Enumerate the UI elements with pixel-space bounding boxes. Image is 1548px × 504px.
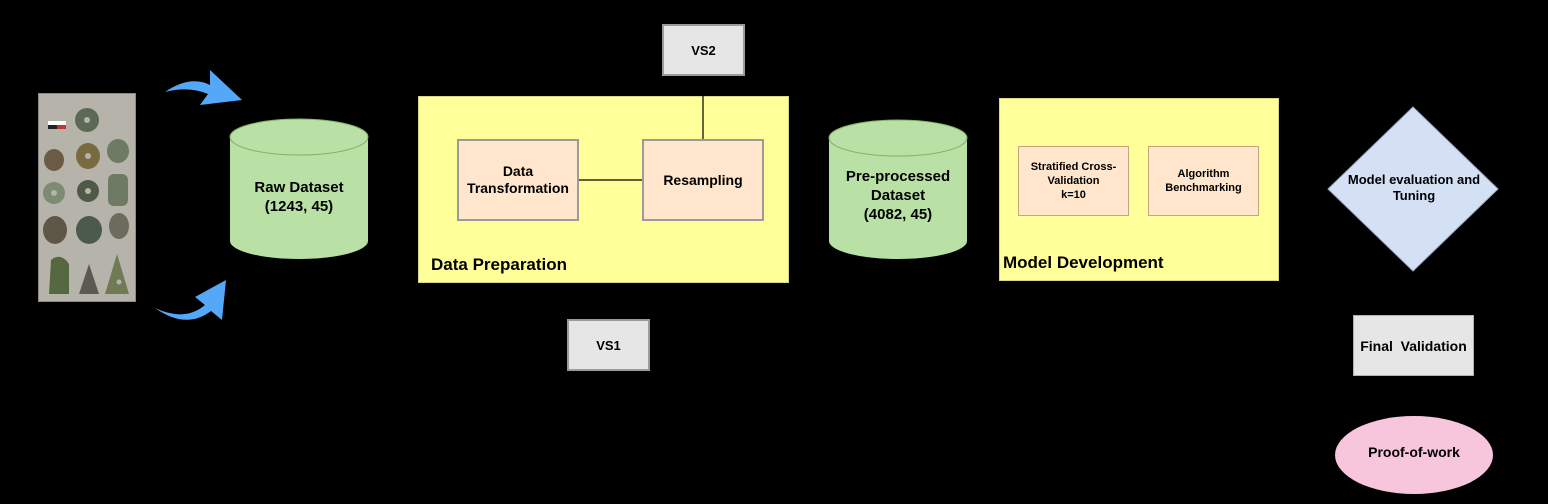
model-evaluation-line2: Tuning <box>1392 188 1436 203</box>
model-development-title: Model Development <box>1003 253 1164 272</box>
artifact-8 <box>43 216 67 244</box>
artifacts-photo <box>38 93 136 302</box>
final-validation-label: Final Validation <box>1360 337 1467 354</box>
model-evaluation-line1: Model evaluation and <box>1347 172 1481 187</box>
preprocessed-line1: Pre-processed <box>845 168 951 185</box>
scale-bar-red <box>57 125 66 129</box>
vs1-box: VS1 <box>567 319 650 371</box>
data-transformation-box: Data Transformation <box>457 139 579 221</box>
preprocessed-line3: (4082, 45) <box>863 206 933 223</box>
blue-arrow-bottom <box>155 280 226 320</box>
vs2-box: VS2 <box>662 24 745 76</box>
bench-line2: Benchmarking <box>1165 182 1242 194</box>
artifact-9 <box>76 216 102 244</box>
resampling-label: Resampling <box>663 171 743 188</box>
data-transformation-line1: Data <box>502 163 534 179</box>
vs1-label: VS1 <box>596 337 621 353</box>
blue-arrow-top <box>165 70 242 105</box>
cv-line2: Validation <box>1047 175 1100 187</box>
scale-bar-black <box>48 125 57 129</box>
raw-dataset-shape: (1243, 45) <box>264 198 334 215</box>
data-preparation-title: Data Preparation <box>431 255 568 274</box>
algorithm-benchmarking-box: Algorithm Benchmarking <box>1148 146 1259 216</box>
resampling-box: Resampling <box>642 139 764 221</box>
data-transformation-line2: Transformation <box>467 180 569 196</box>
cv-line3: k=10 <box>1061 189 1086 201</box>
artifact-11 <box>49 256 69 294</box>
model-evaluation-diamond <box>1327 106 1499 272</box>
proof-of-work-label: Proof-of-work <box>1368 444 1460 460</box>
artifact-12 <box>79 264 99 294</box>
vs2-label: VS2 <box>691 42 716 58</box>
artifact-4 <box>107 139 129 163</box>
raw-dataset-title: Raw Dataset <box>254 179 344 196</box>
artifact-2 <box>44 149 64 171</box>
raw-dataset-label: Raw Dataset (1243, 45) <box>230 178 368 216</box>
model-evaluation-label: Model evaluation and Tuning <box>1328 172 1500 204</box>
preprocessed-dataset-cylinder <box>828 119 968 259</box>
stratified-cv-box: Stratified Cross- Validation k=10 <box>1018 146 1129 216</box>
raw-dataset-cylinder <box>229 118 369 259</box>
final-validation-box: Final Validation <box>1353 315 1474 376</box>
bench-line1: Algorithm <box>1177 168 1230 180</box>
artifact-10 <box>109 213 129 239</box>
artifact-13 <box>105 254 129 294</box>
artifact-7 <box>108 174 128 206</box>
proof-of-work-ellipse <box>1335 416 1493 494</box>
cv-line1: Stratified Cross- <box>1030 161 1117 173</box>
preprocessed-line2: Dataset <box>870 187 926 204</box>
preprocessed-dataset-label: Pre-processed Dataset (4082, 45) <box>829 167 967 224</box>
